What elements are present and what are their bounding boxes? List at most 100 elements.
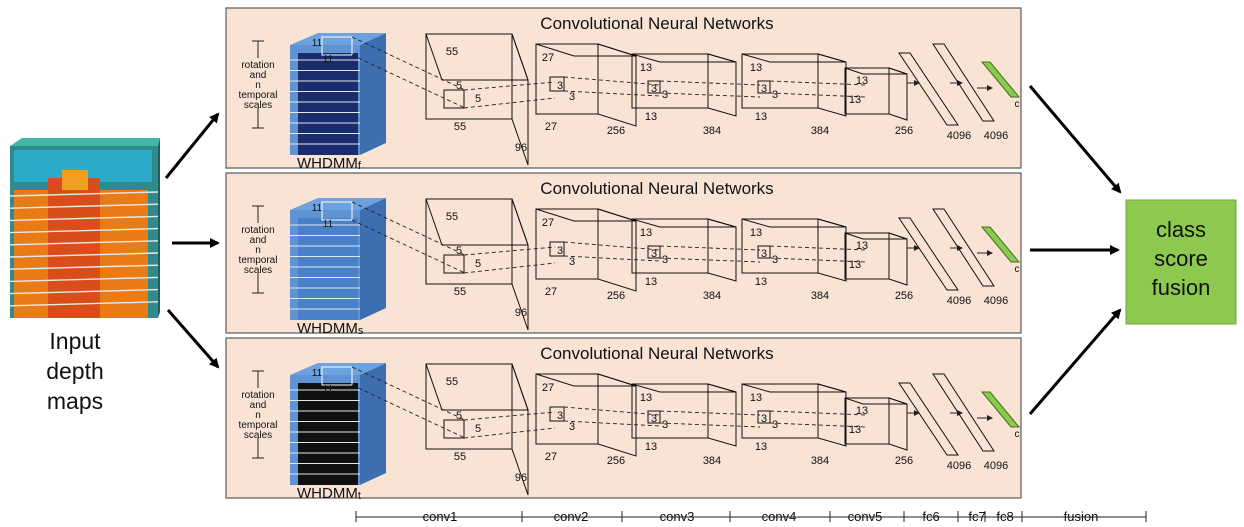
conv2-height-label: 27 [542, 382, 554, 394]
conv1-width-label: 55 [454, 121, 466, 133]
conv2-kernel-label: 3 [557, 245, 563, 257]
axis-label-conv5: conv5 [848, 509, 883, 524]
kernel-label-top: 11 [312, 203, 323, 214]
input-depth-left-area [14, 190, 48, 318]
input-label-line-1: Input [49, 328, 101, 354]
conv4-kernel-label: 3 [761, 248, 767, 260]
fc6-layer [898, 217, 959, 291]
conv4-depth-label: 384 [811, 125, 829, 137]
scale-label-line: n [255, 410, 261, 421]
axis-label-conv4: conv4 [762, 509, 797, 524]
scale-label-line: and [250, 70, 267, 81]
stage-axis: conv1 conv2 conv3 conv4 conv5 fc6 fc7 fc… [355, 509, 1147, 524]
panel-title: Convolutional Neural Networks [540, 179, 773, 198]
axis-label-conv2: conv2 [554, 509, 589, 524]
fusion-box-background [1125, 199, 1237, 325]
projection-line [563, 406, 661, 416]
projection-line [769, 80, 867, 86]
whdmm-label: WHDMMs [297, 320, 364, 337]
conv4-height-label: 13 [750, 227, 762, 239]
scale-label-line: temporal [239, 90, 278, 101]
whdmm-volume-side [360, 363, 386, 485]
conv1-height-label: 55 [446, 211, 458, 223]
conv2-width-label: 27 [545, 286, 557, 298]
input-label-line-3: maps [47, 388, 103, 414]
scale-label-line: rotation [241, 60, 274, 71]
conv4-kernel [757, 80, 771, 94]
conv3-width-label: 13 [645, 276, 657, 288]
input-label-line-2: depth [46, 358, 104, 384]
conv5-depth-label: 256 [895, 290, 913, 302]
input-layer-line [9, 264, 159, 270]
conv3-kernel-label-2: 3 [662, 254, 668, 266]
conv2-width-label: 27 [545, 451, 557, 463]
projection-line [563, 241, 661, 251]
whdmm-label-subscript: f [358, 160, 362, 172]
projection-line [463, 97, 556, 109]
projection-line [659, 410, 761, 416]
conv1-height-label: 55 [446, 46, 458, 58]
fc6-layer [898, 382, 959, 456]
conv2-volume-side [597, 373, 637, 457]
conv5-depth-label: 256 [895, 455, 913, 467]
conv3-kernel-label-2: 3 [662, 89, 668, 101]
projection-line [659, 80, 761, 86]
scale-label-line: scales [244, 265, 272, 276]
conv5-volume-side [888, 397, 908, 451]
conv1-volume-side [511, 198, 529, 331]
projection-line [769, 245, 867, 251]
kernel-label-top: 11 [312, 368, 323, 379]
projection-line [769, 257, 867, 263]
conv1-width-label: 55 [454, 286, 466, 298]
whdmm-label-prefix: WHDMM [297, 155, 358, 172]
projection-line [769, 422, 867, 428]
conv2-kernel-label-2: 3 [569, 256, 575, 268]
input-depth-person-head [62, 170, 88, 190]
conv1-width-label: 55 [454, 451, 466, 463]
conv4-width-label: 13 [755, 276, 767, 288]
conv3-height-label: 13 [640, 227, 652, 239]
whdmm-volume-side [360, 198, 386, 320]
conv4-kernel-label: 3 [761, 83, 767, 95]
input-layer-lines [9, 191, 159, 307]
fc7-layer [932, 208, 995, 287]
kernel-label-bottom: 11 [323, 219, 334, 230]
conv1-kernel [443, 419, 465, 439]
cnn-panel-1: Convolutional Neural Networksrotationand… [225, 7, 1022, 172]
axis-label-fusion: fusion [1064, 509, 1099, 524]
conv3-volume-side [707, 218, 737, 282]
conv3-width-label: 13 [645, 111, 657, 123]
conv3-kernel-label: 3 [651, 248, 657, 260]
conv1-depth-label: 96 [515, 307, 527, 319]
conv3-kernel-label: 3 [651, 413, 657, 425]
conv2-depth-label: 256 [607, 290, 625, 302]
axis-label-conv3: conv3 [660, 509, 695, 524]
conv1-volume-side [511, 33, 529, 166]
whdmm-label-prefix: WHDMM [297, 485, 358, 502]
fc7-label: 4096 [984, 130, 1008, 142]
fusion-label-line-3: fusion [1152, 275, 1211, 300]
conv3-kernel [647, 245, 661, 259]
kernel-label-bottom: 11 [323, 54, 334, 65]
conv1-kernel-label-2: 5 [475, 423, 481, 435]
kernel-label-top: 11 [312, 38, 323, 49]
scale-label-line: temporal [239, 255, 278, 266]
whdmm-volume-side [360, 33, 386, 155]
conv2-depth-label: 256 [607, 455, 625, 467]
projection-line [463, 427, 556, 439]
conv4-kernel-label: 3 [761, 413, 767, 425]
projection-line [659, 92, 761, 98]
input-layer-line [9, 288, 159, 295]
fc7-layer [932, 373, 995, 452]
conv2-volume-side [597, 208, 637, 292]
whdmm-label-subscript: s [358, 325, 364, 337]
conv2-kernel-label: 3 [557, 80, 563, 92]
projection-line [463, 246, 556, 256]
conv2-kernel-label-2: 3 [569, 91, 575, 103]
conv5-volume-side [888, 232, 908, 286]
conv1-kernel [443, 254, 465, 274]
